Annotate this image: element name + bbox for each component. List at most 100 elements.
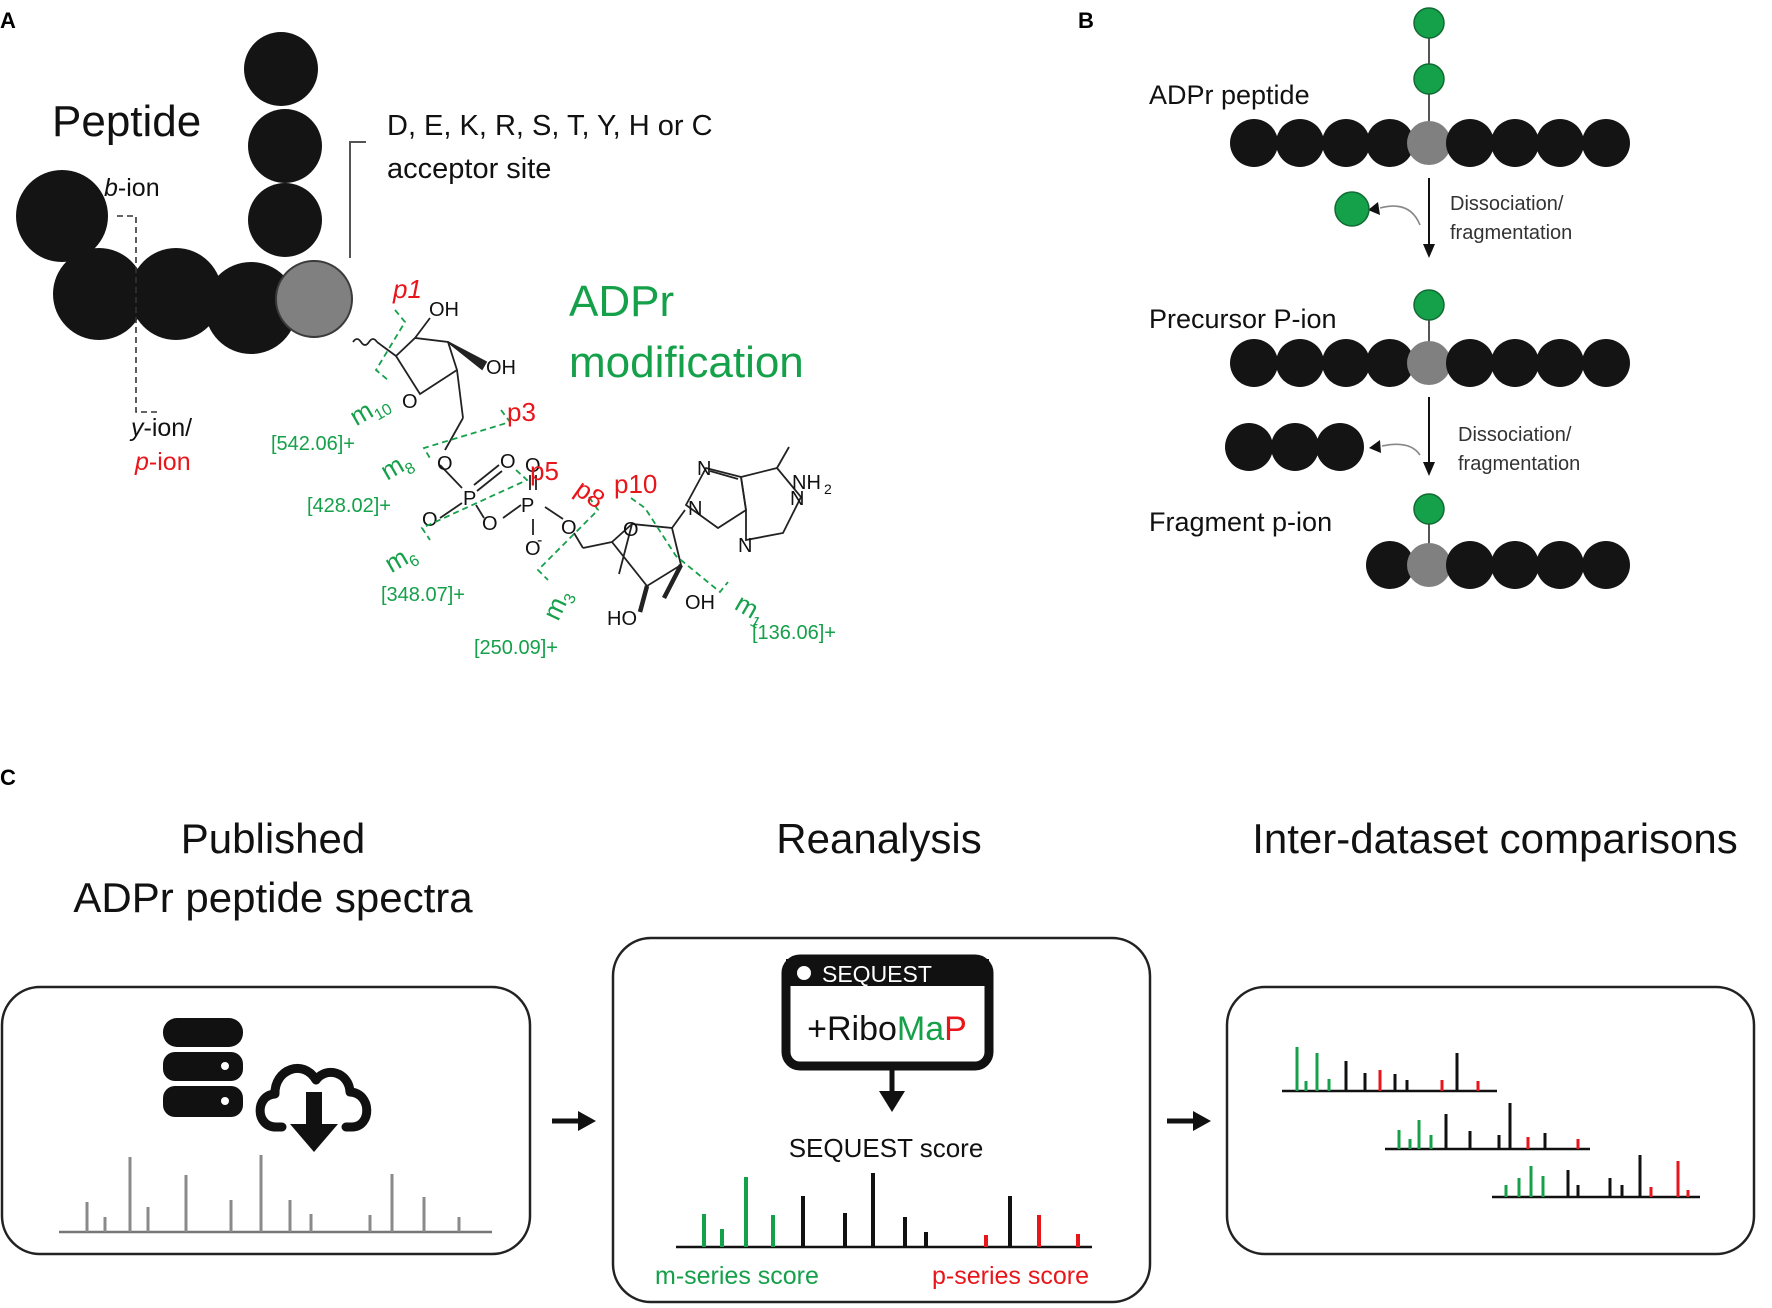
bond xyxy=(473,464,500,486)
adpr-bead-inner xyxy=(1413,63,1445,95)
p10-label: p10 xyxy=(614,469,657,499)
atom-label: O xyxy=(402,391,418,413)
scored-spectrum-peaks xyxy=(702,1173,1080,1247)
atom-label: N xyxy=(738,535,752,557)
atom-label: OH xyxy=(685,592,715,614)
atom-label: O xyxy=(525,538,541,560)
bracket-p10-m1 xyxy=(630,497,729,594)
bead xyxy=(1446,541,1494,589)
atom-label: O xyxy=(525,455,541,477)
bead xyxy=(1276,119,1324,167)
bold-bonds xyxy=(637,563,684,613)
p3-label: p3 xyxy=(507,397,536,427)
mass-m1: [136.06]+ xyxy=(752,622,836,644)
mass-m6: [348.07]+ xyxy=(381,584,465,606)
b-y-cleavage-bracket xyxy=(117,215,158,413)
bead xyxy=(1491,541,1539,589)
peptide-beads xyxy=(16,32,353,354)
bead xyxy=(1366,339,1414,387)
arrowhead xyxy=(1193,1111,1211,1131)
bead xyxy=(1322,119,1370,167)
dissociation-1-line1: Dissociation/ xyxy=(1450,193,1564,215)
flow-arrow-2 xyxy=(1167,1111,1211,1131)
m8-label: m8 xyxy=(375,445,419,490)
acceptor-bracket xyxy=(349,141,366,258)
bond xyxy=(776,446,790,469)
download-shaft xyxy=(306,1092,322,1128)
adpr-bead-outer xyxy=(1413,7,1445,39)
peptide-label: Peptide xyxy=(52,97,201,146)
precursor-label: Precursor P-ion xyxy=(1149,304,1337,334)
database-disk xyxy=(163,1018,243,1047)
m-series-score-label: m-series score xyxy=(655,1262,819,1290)
bond xyxy=(376,341,397,357)
sequest-window-title: SEQUEST xyxy=(822,961,932,987)
released-fragment-beads xyxy=(1225,423,1364,471)
fragment-label: Fragment p-ion xyxy=(1149,507,1332,537)
bead xyxy=(1322,339,1370,387)
dissociation-2-line2: fragmentation xyxy=(1458,453,1580,475)
comparisons-title: Inter-dataset comparisons xyxy=(1252,815,1738,862)
bead xyxy=(1366,119,1414,167)
bead xyxy=(1230,339,1278,387)
bond xyxy=(502,504,522,519)
bond xyxy=(618,523,633,575)
arrowhead xyxy=(1423,462,1435,476)
adpr-structure xyxy=(352,317,803,588)
comparison-spectrum-1 xyxy=(1282,1047,1497,1093)
bead xyxy=(1366,541,1414,589)
bond xyxy=(637,585,650,613)
release-arrow xyxy=(1379,205,1421,226)
release-arrowhead xyxy=(1368,202,1380,215)
download-head xyxy=(290,1124,338,1152)
bead xyxy=(1536,339,1584,387)
cloud-outline xyxy=(255,1064,372,1132)
p5-label: p5 xyxy=(530,456,559,486)
bond xyxy=(544,506,564,520)
precursor-adpr-bead xyxy=(1413,289,1445,321)
ribomap-label: +RiboMaP xyxy=(807,1010,967,1048)
window-dot-icon xyxy=(797,966,811,980)
m6-label: m6 xyxy=(379,537,423,582)
atom-label: P xyxy=(521,495,534,517)
panel-b-label: B xyxy=(1078,8,1094,33)
panel-a-label: A xyxy=(0,8,16,33)
arrowhead xyxy=(1423,244,1435,258)
arrowhead xyxy=(879,1091,905,1112)
reanalysis-box xyxy=(611,936,1152,1304)
atom-label: O xyxy=(500,451,516,473)
bead xyxy=(1230,119,1278,167)
release-arrowhead xyxy=(1369,440,1381,453)
panel-c-label: C xyxy=(0,765,16,790)
published-title-line2: ADPr peptide spectra xyxy=(73,874,473,921)
bead xyxy=(1446,119,1494,167)
bond xyxy=(475,504,485,519)
atom-label: HO xyxy=(607,608,637,630)
reanalysis-title: Reanalysis xyxy=(776,815,981,862)
bracket-p5-m6 xyxy=(420,469,529,541)
adpr-label-line1: ADPr xyxy=(569,277,674,326)
bead xyxy=(248,109,322,183)
bead xyxy=(205,262,297,354)
bead xyxy=(1536,541,1584,589)
atom-label: O xyxy=(437,453,453,475)
bead xyxy=(1491,119,1539,167)
bead xyxy=(1582,339,1630,387)
mass-m3: [250.09]+ xyxy=(474,637,558,659)
fragment-chain xyxy=(1366,541,1630,589)
atom-label: N xyxy=(790,488,804,510)
sequest-title-bar xyxy=(786,959,989,986)
p8-label: p8 xyxy=(570,473,611,514)
bond xyxy=(444,417,464,451)
released-adpr-bead xyxy=(1334,191,1370,227)
bead xyxy=(53,248,145,340)
fragment-brackets xyxy=(374,309,729,594)
cloud-download-icon xyxy=(255,1064,372,1152)
atom-label: 2 xyxy=(824,481,832,497)
b-ion-label: b-ion xyxy=(104,174,160,202)
bead xyxy=(1582,119,1630,167)
acceptor-bead xyxy=(1407,121,1451,165)
arrowhead xyxy=(578,1111,596,1131)
adpr-label-line2: modification xyxy=(569,338,804,387)
release-arrow xyxy=(1381,443,1421,456)
